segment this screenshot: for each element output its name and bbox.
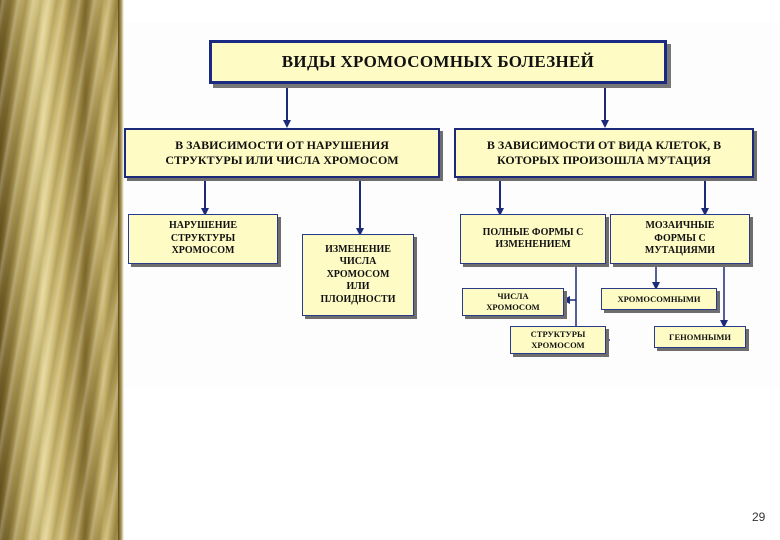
leaf-full-structure: СТРУКТУРЫ ХРОМОСОМ (510, 326, 606, 354)
node-number: ИЗМЕНЕНИЕ ЧИСЛА ХРОМОСОМ ИЛИ ПЛОИДНОСТИ (302, 234, 414, 316)
marble-border-edge (118, 0, 124, 540)
diagram-title: ВИДЫ ХРОМОСОМНЫХ БОЛЕЗНЕЙ (209, 40, 667, 84)
node-structure: НАРУШЕНИЕ СТРУКТУРЫ ХРОМОСОМ (128, 214, 278, 264)
node-mosaic: МОЗАИЧНЫЕ ФОРМЫ С МУТАЦИЯМИ (610, 214, 750, 264)
branch-left: В ЗАВИСИМОСТИ ОТ НАРУШЕНИЯ СТРУКТУРЫ ИЛИ… (124, 128, 440, 178)
leaf-mosaic-genomic: ГЕНОМНЫМИ (654, 326, 746, 348)
branch-right: В ЗАВИСИМОСТИ ОТ ВИДА КЛЕТОК, В КОТОРЫХ … (454, 128, 754, 178)
page-number: 29 (752, 510, 766, 524)
leaf-full-number: ЧИСЛА ХРОМОСОМ (462, 288, 564, 316)
marble-border (0, 0, 122, 540)
leaf-mosaic-chromosomal: ХРОМОСОМНЫМИ (601, 288, 717, 310)
node-full: ПОЛНЫЕ ФОРМЫ С ИЗМЕНЕНИЕМ (460, 214, 606, 264)
